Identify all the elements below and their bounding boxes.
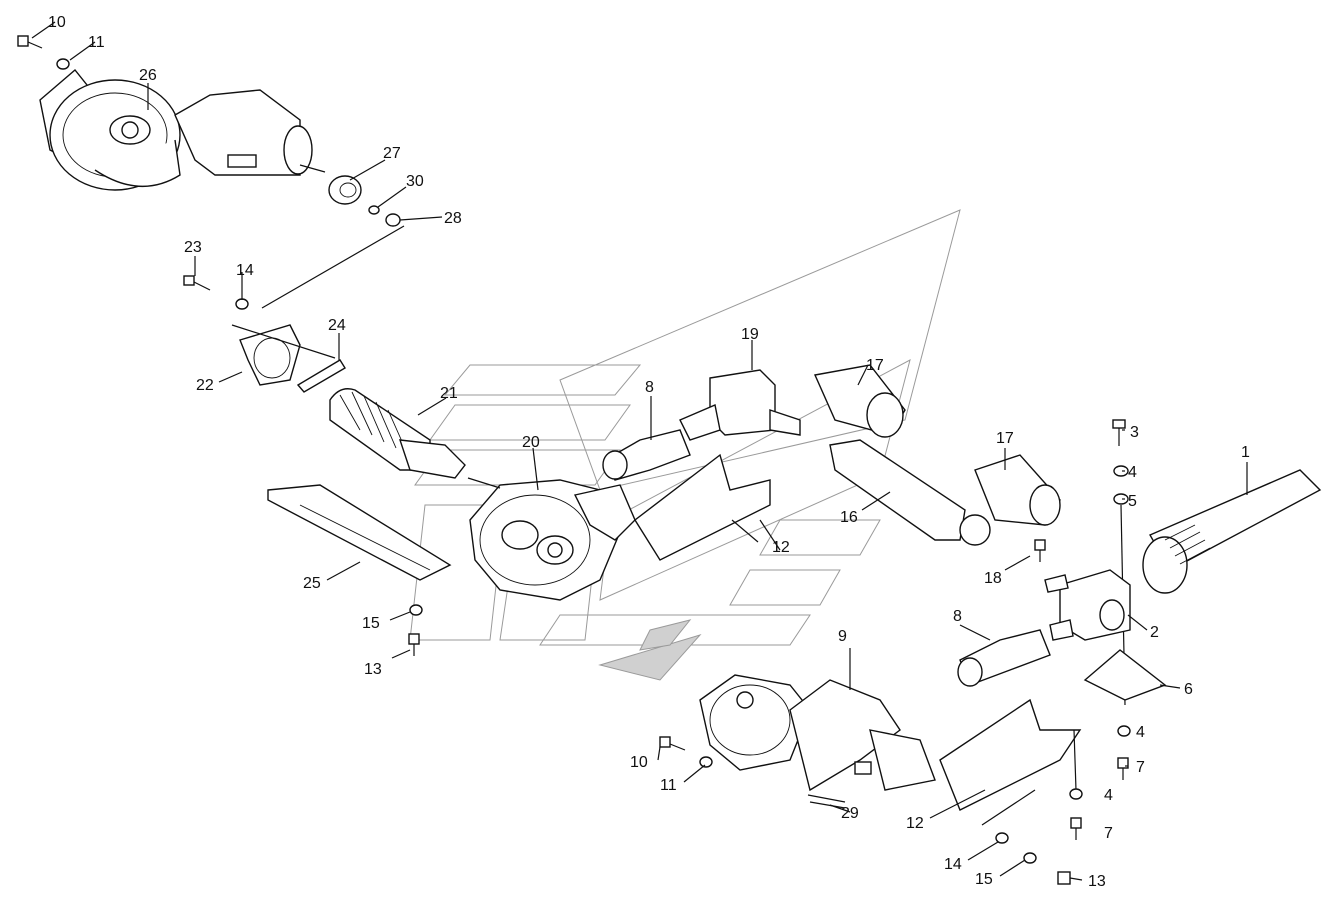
washer-part-4-mid	[1117, 725, 1131, 737]
label-29: 29	[841, 805, 859, 822]
bolt-part-10-lower	[659, 736, 686, 751]
shaft-part-16	[829, 439, 991, 546]
shield-part-12-lower	[939, 698, 1082, 811]
bolt-part-7-upper	[1117, 757, 1129, 780]
leader-lines	[31, 21, 1248, 877]
label-17-upper: 17	[866, 357, 884, 374]
flange-part-22	[239, 324, 301, 386]
label-14-top: 14	[236, 262, 254, 279]
washer-part-14-top	[235, 298, 249, 310]
gearbox-part-20	[467, 477, 636, 601]
label-1: 1	[1241, 444, 1250, 461]
washer-part-11-lower	[699, 756, 713, 768]
assembly-line-lower-diagonal	[981, 789, 1036, 826]
assembly-line-28-14	[261, 225, 405, 309]
bracket-part-24	[296, 359, 346, 393]
shield-part-25	[267, 484, 452, 581]
joint-part-8-upper	[602, 429, 691, 481]
label-11-lower: 11	[660, 777, 677, 794]
label-18: 18	[984, 570, 1002, 587]
gearbox-part-2	[1044, 569, 1131, 641]
label-9: 9	[838, 628, 847, 645]
label-20: 20	[522, 434, 540, 451]
label-15-lower: 15	[975, 871, 993, 888]
label-17-right: 17	[996, 430, 1014, 447]
tube-part-17-right	[974, 454, 1061, 526]
label-14-lower: 14	[944, 856, 962, 873]
label-23: 23	[184, 239, 202, 256]
label-10-lower: 10	[630, 754, 648, 771]
bolt-part-13-lower	[1057, 871, 1083, 885]
label-10-top: 10	[48, 14, 66, 31]
label-21: 21	[440, 385, 458, 402]
shaft-part-1	[1142, 469, 1322, 594]
washer-part-4-lower	[1069, 788, 1083, 800]
washer-part-11-top	[56, 58, 70, 70]
assembly-line-22-24	[231, 324, 336, 359]
label-26: 26	[139, 67, 157, 84]
gearbox-part-9	[699, 674, 936, 792]
washer-part-28	[385, 213, 401, 227]
label-3: 3	[1130, 424, 1139, 441]
ring-part-30	[368, 205, 380, 215]
label-19: 19	[741, 326, 759, 343]
label-30: 30	[406, 173, 424, 190]
bolt-part-10-top	[17, 35, 43, 49]
label-12-lower: 12	[906, 815, 924, 832]
label-13-left: 13	[364, 661, 382, 678]
bolt-part-7-lower	[1070, 817, 1082, 840]
gearbox-part-19	[679, 369, 801, 441]
joint-part-8-lower	[957, 629, 1051, 687]
label-25: 25	[303, 575, 321, 592]
label-4-mid: 4	[1136, 724, 1145, 741]
washer-part-5	[1113, 493, 1129, 505]
label-15-left: 15	[362, 615, 380, 632]
assembly-line-lower-vertical	[1073, 729, 1077, 791]
label-28: 28	[444, 210, 462, 227]
label-8-lower: 8	[953, 608, 962, 625]
bolt-part-23	[183, 275, 211, 291]
label-16: 16	[840, 509, 858, 526]
label-4-top: 4	[1128, 464, 1137, 481]
bolt-part-13-left	[408, 633, 420, 656]
label-2: 2	[1150, 624, 1159, 641]
plate-part-6	[1083, 649, 1167, 701]
label-11-top: 11	[88, 34, 105, 51]
label-7-upper: 7	[1136, 759, 1145, 776]
label-27: 27	[383, 145, 401, 162]
label-13-lower: 13	[1088, 873, 1106, 890]
label-22: 22	[196, 377, 214, 394]
bolt-part-3	[1112, 419, 1126, 446]
label-5: 5	[1128, 493, 1137, 510]
washer-part-14-lower	[995, 832, 1009, 844]
gearbox-top-left	[39, 68, 326, 191]
bolt-part-18	[1034, 539, 1046, 562]
label-8-upper: 8	[645, 379, 654, 396]
tube-part-17-upper	[813, 364, 906, 438]
washer-part-15-left	[409, 604, 423, 616]
label-12-upper: 12	[772, 539, 790, 556]
pin-part-29	[807, 794, 846, 809]
spring-shaft-part-21	[329, 388, 466, 479]
label-7-lower: 7	[1104, 825, 1113, 842]
label-4-lower: 4	[1104, 787, 1113, 804]
washer-part-15-lower	[1023, 852, 1037, 864]
shield-part-12-upper	[634, 453, 771, 561]
coupling-part-27	[328, 175, 362, 205]
callout-labels: 1 2 3 4 5 6 4 7 4 7 8 8 9 10 10 11 11 12…	[48, 14, 1250, 890]
label-24: 24	[328, 317, 346, 334]
label-6: 6	[1184, 681, 1193, 698]
washer-part-4-top	[1113, 465, 1129, 477]
